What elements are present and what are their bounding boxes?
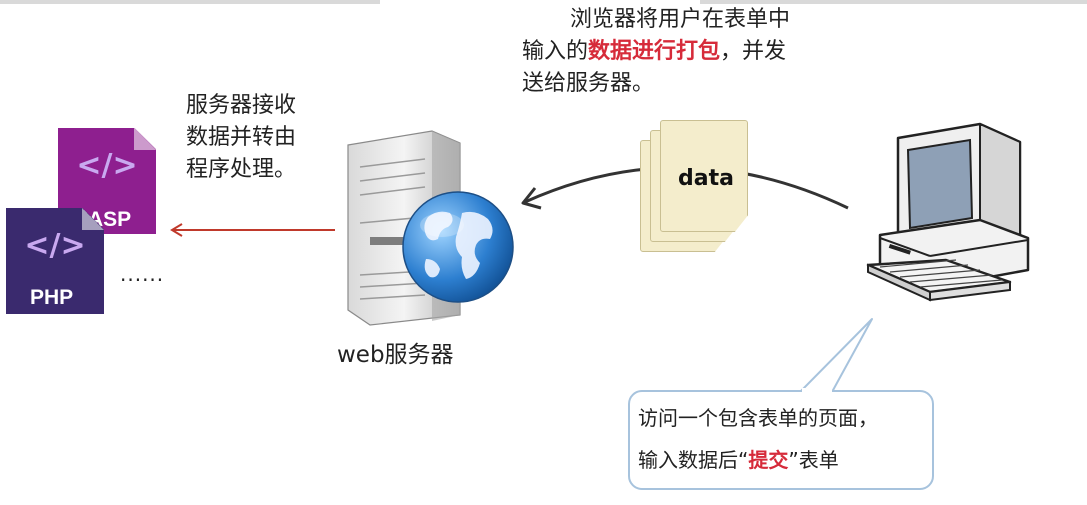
browser-note-line2: 输入的数据进行打包，并发 (522, 36, 790, 68)
php-code-symbol: </> (24, 228, 86, 263)
bubble-tail (799, 318, 873, 393)
web-server-icon (347, 130, 514, 326)
server-note: 服务器接收 数据并转由 程序处理。 (186, 90, 296, 186)
browser-note-highlight: 数据进行打包 (588, 39, 721, 64)
top-strip-left (0, 0, 380, 4)
top-strip-right (700, 0, 1087, 4)
server-note-line1: 服务器接收 (186, 93, 297, 118)
browser-note-line1: 浏览器将用户在表单中 (570, 7, 791, 32)
desktop-computer-icon (866, 122, 1030, 302)
bubble-tail-seam (802, 388, 832, 392)
bubble-line1: 访问一个包含表单的页面， (638, 406, 878, 430)
php-file-icon: </> PHP (6, 208, 104, 314)
data-paper-icon (660, 120, 748, 232)
user-action-bubble: 访问一个包含表单的页面， 输入数据后“提交”表单 (628, 390, 934, 490)
more-languages-ellipsis: ...... (120, 262, 165, 286)
bubble-line2-prefix: 输入数据后“ (638, 448, 749, 472)
browser-note: 浏览器将用户在表单中 输入的数据进行打包，并发 送给服务器。 (522, 4, 790, 100)
browser-note-line3: 送给服务器。 (522, 71, 655, 96)
server-note-line3: 程序处理。 (186, 157, 297, 182)
bubble-line2-suffix: ”表单 (788, 448, 839, 472)
asp-code-symbol: </> (76, 148, 138, 183)
server-note-line2: 数据并转由 (186, 125, 297, 150)
bubble-submit-highlight: 提交 (748, 448, 789, 472)
php-label: PHP (30, 286, 74, 309)
bubble-line2: 输入数据后“提交”表单 (638, 446, 839, 474)
browser-note-line2-prefix: 输入的 (522, 39, 589, 64)
data-label: data (678, 166, 734, 191)
browser-note-line2-suffix: ，并发 (720, 39, 787, 64)
process-arrow (170, 223, 335, 237)
globe-icon (402, 191, 514, 303)
web-server-label: web服务器 (337, 342, 454, 368)
